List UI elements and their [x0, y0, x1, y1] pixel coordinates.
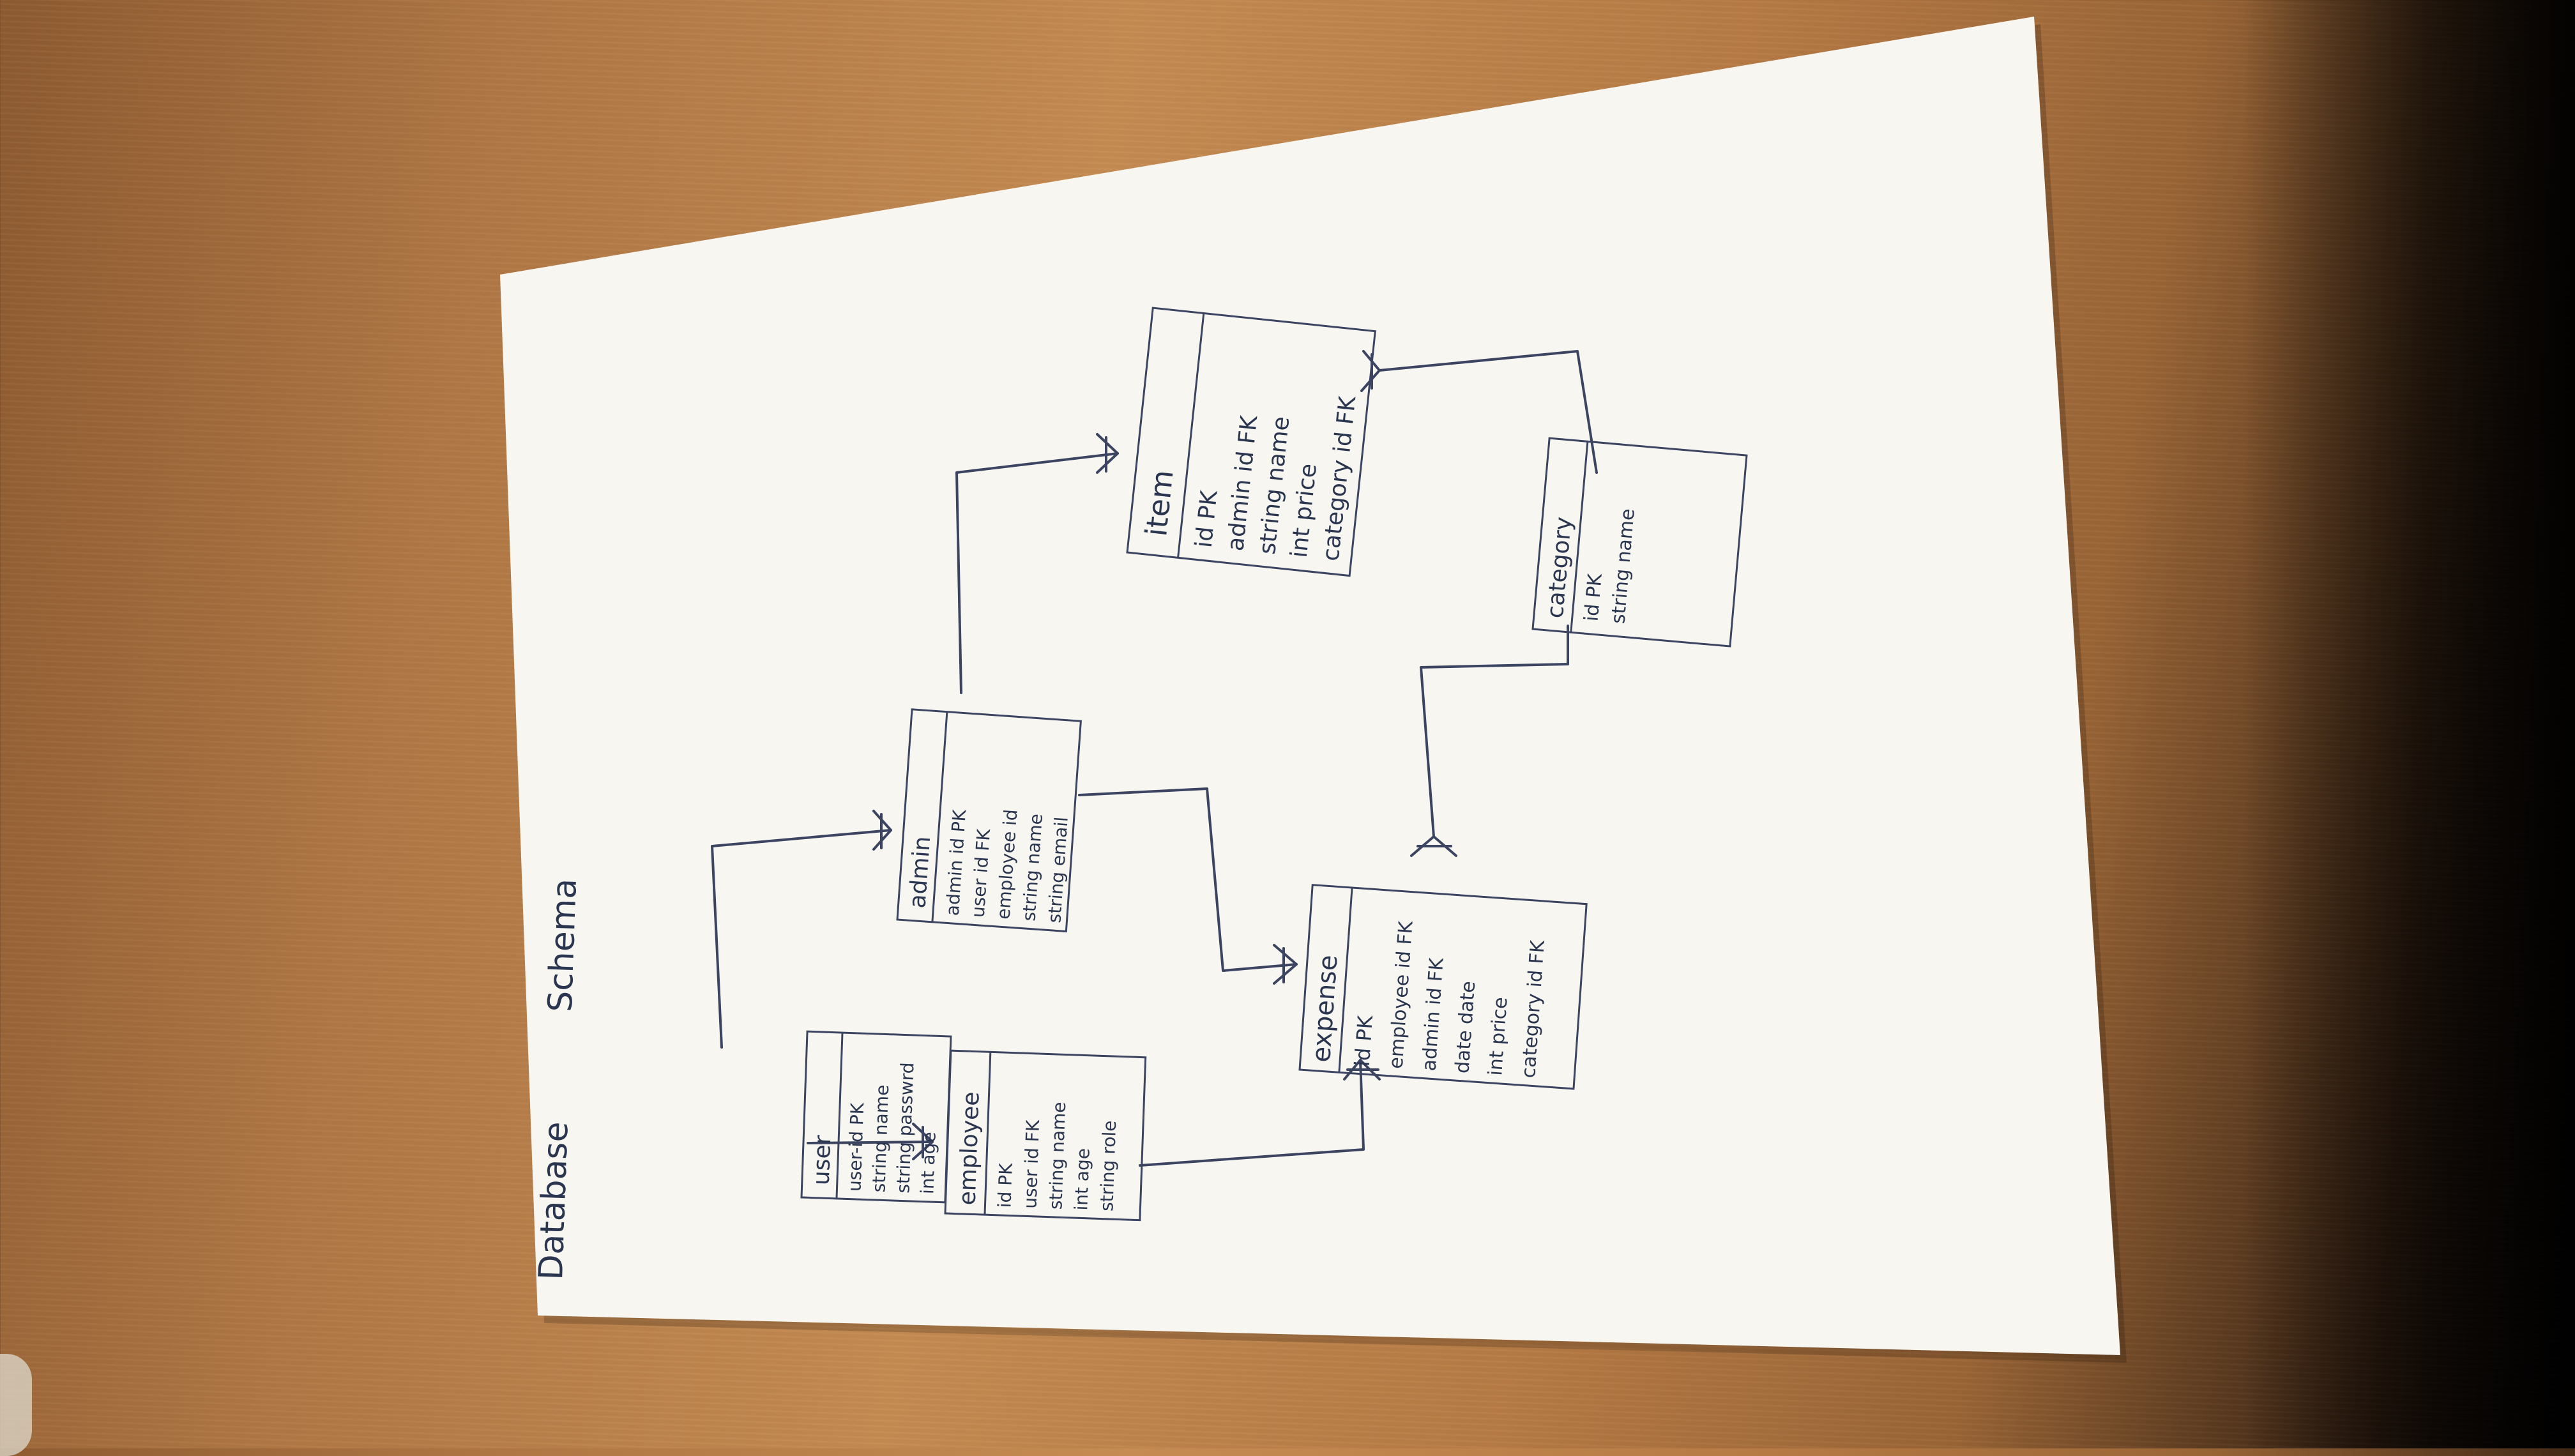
title-schema: Schema — [542, 878, 584, 1013]
entity-expense-field: int price — [1484, 996, 1512, 1076]
entity-user-field: string passwrd — [892, 1062, 918, 1194]
sheet-title: Database Schema — [532, 878, 584, 1281]
crowfoot-admin-user — [872, 810, 892, 851]
crowfoot-item-admin — [1096, 433, 1119, 474]
entity-employee-field: int age — [1070, 1148, 1093, 1211]
entity-expense-field: id PK — [1350, 1014, 1378, 1067]
line-admin-item — [955, 452, 1119, 694]
entity-employee-title: employee — [954, 1091, 984, 1206]
entity-user-title: user — [809, 1135, 837, 1186]
entity-user: user user-id PK string name string passw… — [800, 1030, 952, 1204]
relationship-lines — [711, 350, 1598, 1167]
entity-user-field: string name — [868, 1084, 893, 1193]
crowfoot-expense-category — [1410, 835, 1457, 857]
title-database: Database — [532, 1121, 576, 1280]
entity-employee-field: string role — [1096, 1120, 1120, 1211]
line-employee-expense — [1139, 1059, 1365, 1167]
crowfoot-expense-admin — [1273, 944, 1298, 985]
line-category-item — [1378, 350, 1598, 474]
entity-user-field: int age — [916, 1132, 939, 1195]
entity-category: category id PK string name — [1531, 437, 1748, 648]
entity-item-title: item — [1139, 468, 1180, 538]
line-user-admin — [711, 829, 892, 1049]
line-admin-expense — [1078, 787, 1298, 972]
entity-employee: employee id PK user id FK string name in… — [944, 1049, 1147, 1222]
entity-admin-title: admin — [904, 835, 936, 909]
entity-employee-field: id PK — [994, 1162, 1016, 1208]
line-category-expense — [1420, 625, 1569, 838]
entity-employee-field: string name — [1045, 1102, 1070, 1210]
crowfoot-employee-user — [912, 1123, 934, 1160]
entity-user-field: user-id PK — [844, 1102, 868, 1192]
corner-object — [0, 1354, 32, 1456]
entity-item-field: id PK — [1191, 489, 1223, 549]
entity-category-field: id PK — [1580, 572, 1606, 623]
dark-shadow-edge — [2243, 0, 2575, 1448]
line-user-employee — [807, 1141, 934, 1144]
paper-sheet — [500, 17, 2127, 1363]
entity-employee-field: user id FK — [1019, 1119, 1044, 1210]
